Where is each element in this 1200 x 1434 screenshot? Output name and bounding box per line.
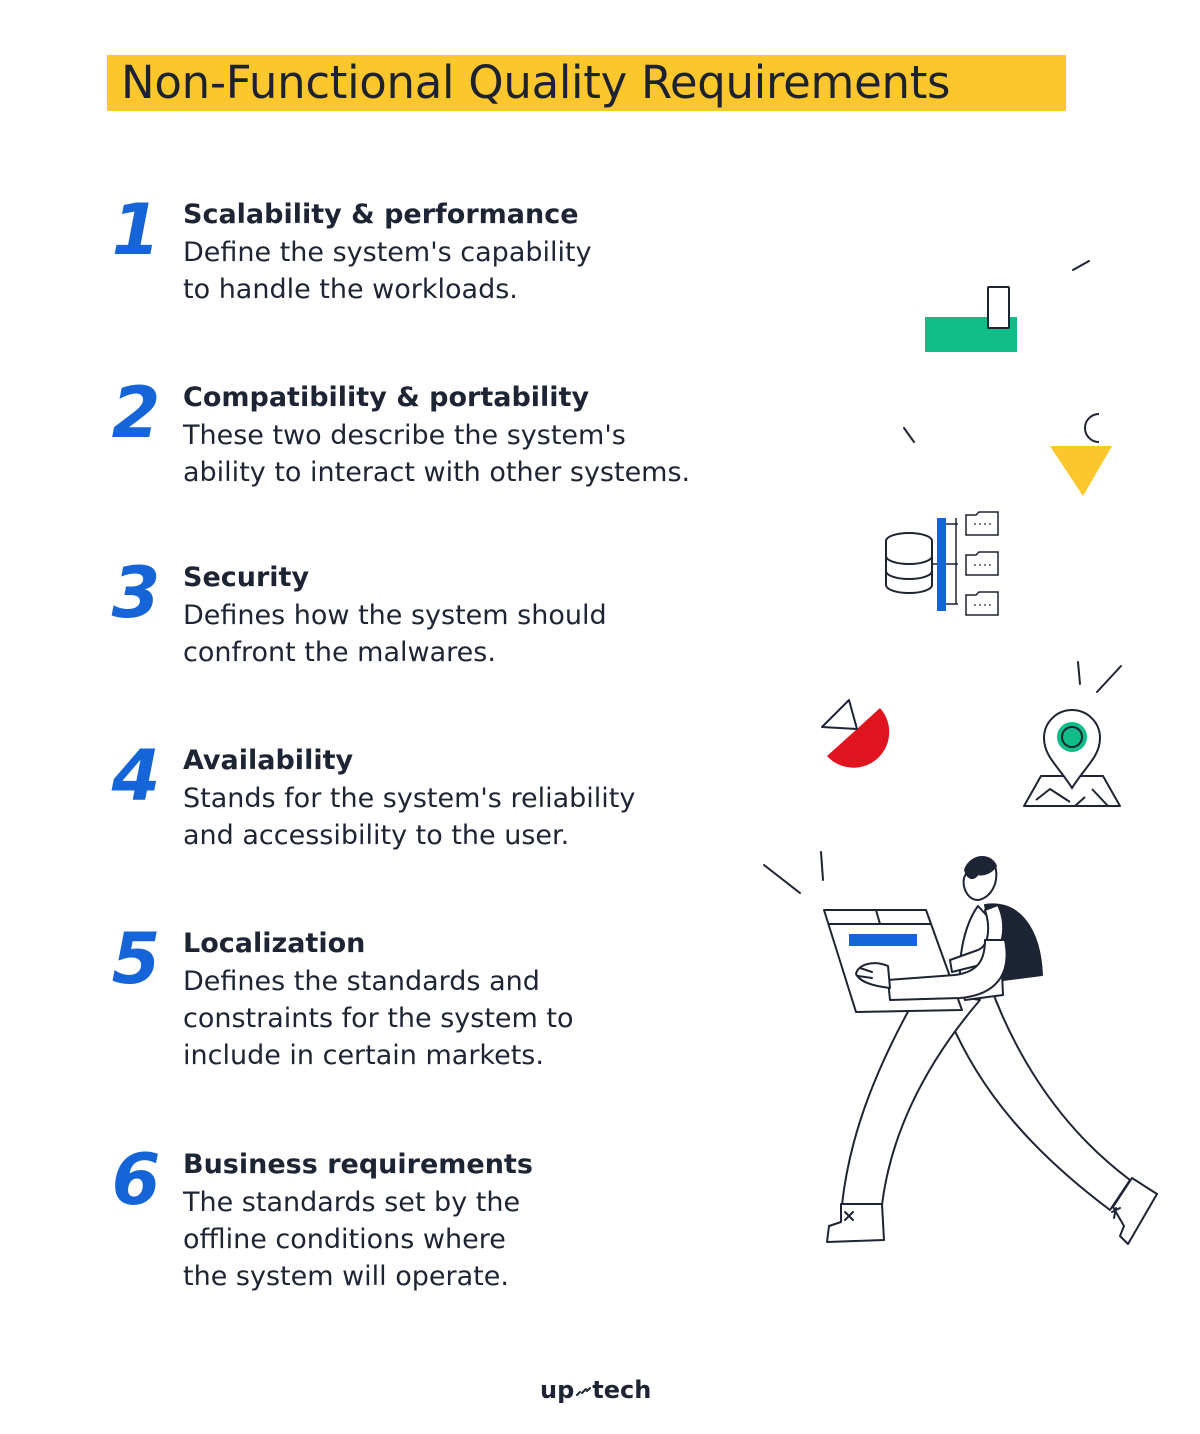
item-description: These two describe the system's ability … <box>183 417 690 491</box>
item-line: to handle the workloads. <box>183 274 518 305</box>
item-title: Security <box>183 562 310 593</box>
item-line: confront the malwares. <box>183 637 496 668</box>
item-line: Defines the standards and <box>183 966 540 997</box>
sparkle-line <box>763 864 801 894</box>
logo-text-right: tech <box>592 1376 652 1404</box>
item-line: The standards set by the <box>183 1187 521 1218</box>
folder-icon <box>965 511 999 616</box>
sparkle-line <box>1072 260 1090 271</box>
database-icon <box>885 532 933 594</box>
red-pie-icon <box>821 699 890 768</box>
illustration <box>763 260 1158 1245</box>
item-line: offline conditions where <box>183 1224 506 1255</box>
item-number: 5 <box>111 918 161 1000</box>
sparkle-line <box>820 851 824 881</box>
sparkle-line <box>903 427 915 443</box>
item-description: Defines how the system should confront t… <box>183 597 607 671</box>
item-title: Compatibility & portability <box>183 382 590 413</box>
item-description: Defines the standards and constraints fo… <box>183 963 574 1074</box>
map-pin-icon <box>1042 709 1102 790</box>
logo-text-left: up <box>540 1376 575 1404</box>
sparkle-line <box>1096 665 1122 693</box>
person-carrying-browser-icon <box>823 856 1158 1245</box>
item-line: and accessibility to the user. <box>183 820 570 851</box>
item-line: ability to interact with other systems. <box>183 457 691 488</box>
item-title: Localization <box>183 928 366 959</box>
logo-mark-icon <box>576 1387 592 1396</box>
item-line: These two describe the system's <box>183 420 626 451</box>
item-number: 2 <box>111 372 161 454</box>
item-line: the system will operate. <box>183 1261 509 1292</box>
page-title: Non-Functional Quality Requirements <box>121 56 951 109</box>
item-line: include in certain markets. <box>183 1040 544 1071</box>
sparkle-line <box>1077 661 1081 685</box>
map-icon <box>1023 775 1121 807</box>
item-line: Define the system's capability <box>183 237 592 268</box>
item-number: 6 <box>111 1139 161 1221</box>
item-line: constraints for the system to <box>183 1003 574 1034</box>
item-number: 4 <box>111 735 161 817</box>
item-description: The standards set by the offline conditi… <box>183 1184 533 1295</box>
item-line: Stands for the system's reliability <box>183 783 636 814</box>
title-highlight <box>107 55 1066 111</box>
item-title: Availability <box>183 745 354 776</box>
item-description: Stands for the system's reliability and … <box>183 780 635 854</box>
yellow-triangle-icon <box>1050 413 1112 496</box>
item-title: Business requirements <box>183 1149 533 1180</box>
folder-tree-icon <box>932 518 958 611</box>
item-number: 1 <box>111 189 161 271</box>
item-line: Defines how the system should <box>183 600 607 631</box>
item-number: 3 <box>111 552 161 634</box>
item-description: Define the system's capability to handle… <box>183 234 592 308</box>
phone-outline-icon <box>987 286 1010 329</box>
item-title: Scalability & performance <box>183 199 579 230</box>
